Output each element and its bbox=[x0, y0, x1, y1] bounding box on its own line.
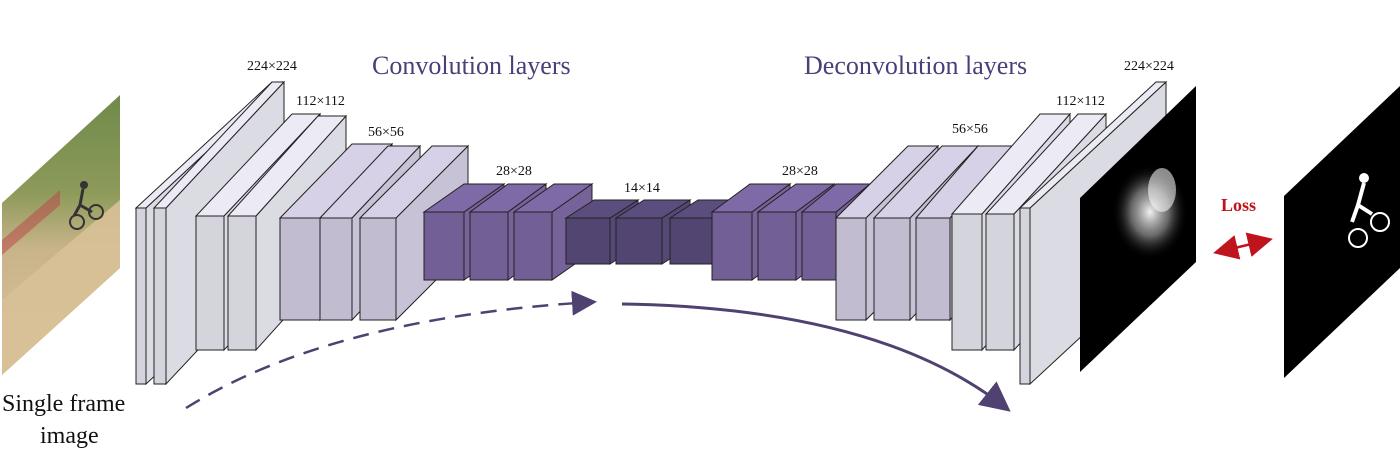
size-label-dec-56: 56×56 bbox=[952, 122, 988, 137]
size-label-enc-56: 56×56 bbox=[368, 125, 404, 140]
decoder-flow-arrow bbox=[621, 302, 1011, 412]
input-caption-line2: image bbox=[40, 423, 99, 449]
size-label-mid-14: 14×14 bbox=[624, 181, 660, 196]
predicted-mask bbox=[1080, 86, 1196, 372]
layer-blocks bbox=[134, 80, 1168, 386]
size-label-dec-112: 112×112 bbox=[1056, 94, 1105, 109]
size-label-dec-224: 224×224 bbox=[1124, 59, 1174, 74]
ground-truth-mask bbox=[1284, 86, 1400, 378]
loss-arrow bbox=[1213, 232, 1273, 260]
loss-label: Loss bbox=[1221, 195, 1256, 215]
deconvolution-layers-title: Deconvolution layers bbox=[804, 51, 1027, 80]
input-image bbox=[2, 95, 120, 375]
size-label-dec-28: 28×28 bbox=[782, 164, 818, 179]
size-label-enc-28: 28×28 bbox=[496, 164, 532, 179]
size-label-enc-112: 112×112 bbox=[296, 94, 345, 109]
encoder-flow-arrow bbox=[185, 290, 597, 410]
size-label-enc-224: 224×224 bbox=[247, 59, 297, 74]
input-caption-line1: Single frame bbox=[2, 391, 125, 417]
cyclist-silhouette-icon bbox=[1348, 173, 1390, 248]
cyclist-figure-icon bbox=[69, 181, 104, 230]
convolution-layers-title: Convolution layers bbox=[372, 51, 571, 80]
